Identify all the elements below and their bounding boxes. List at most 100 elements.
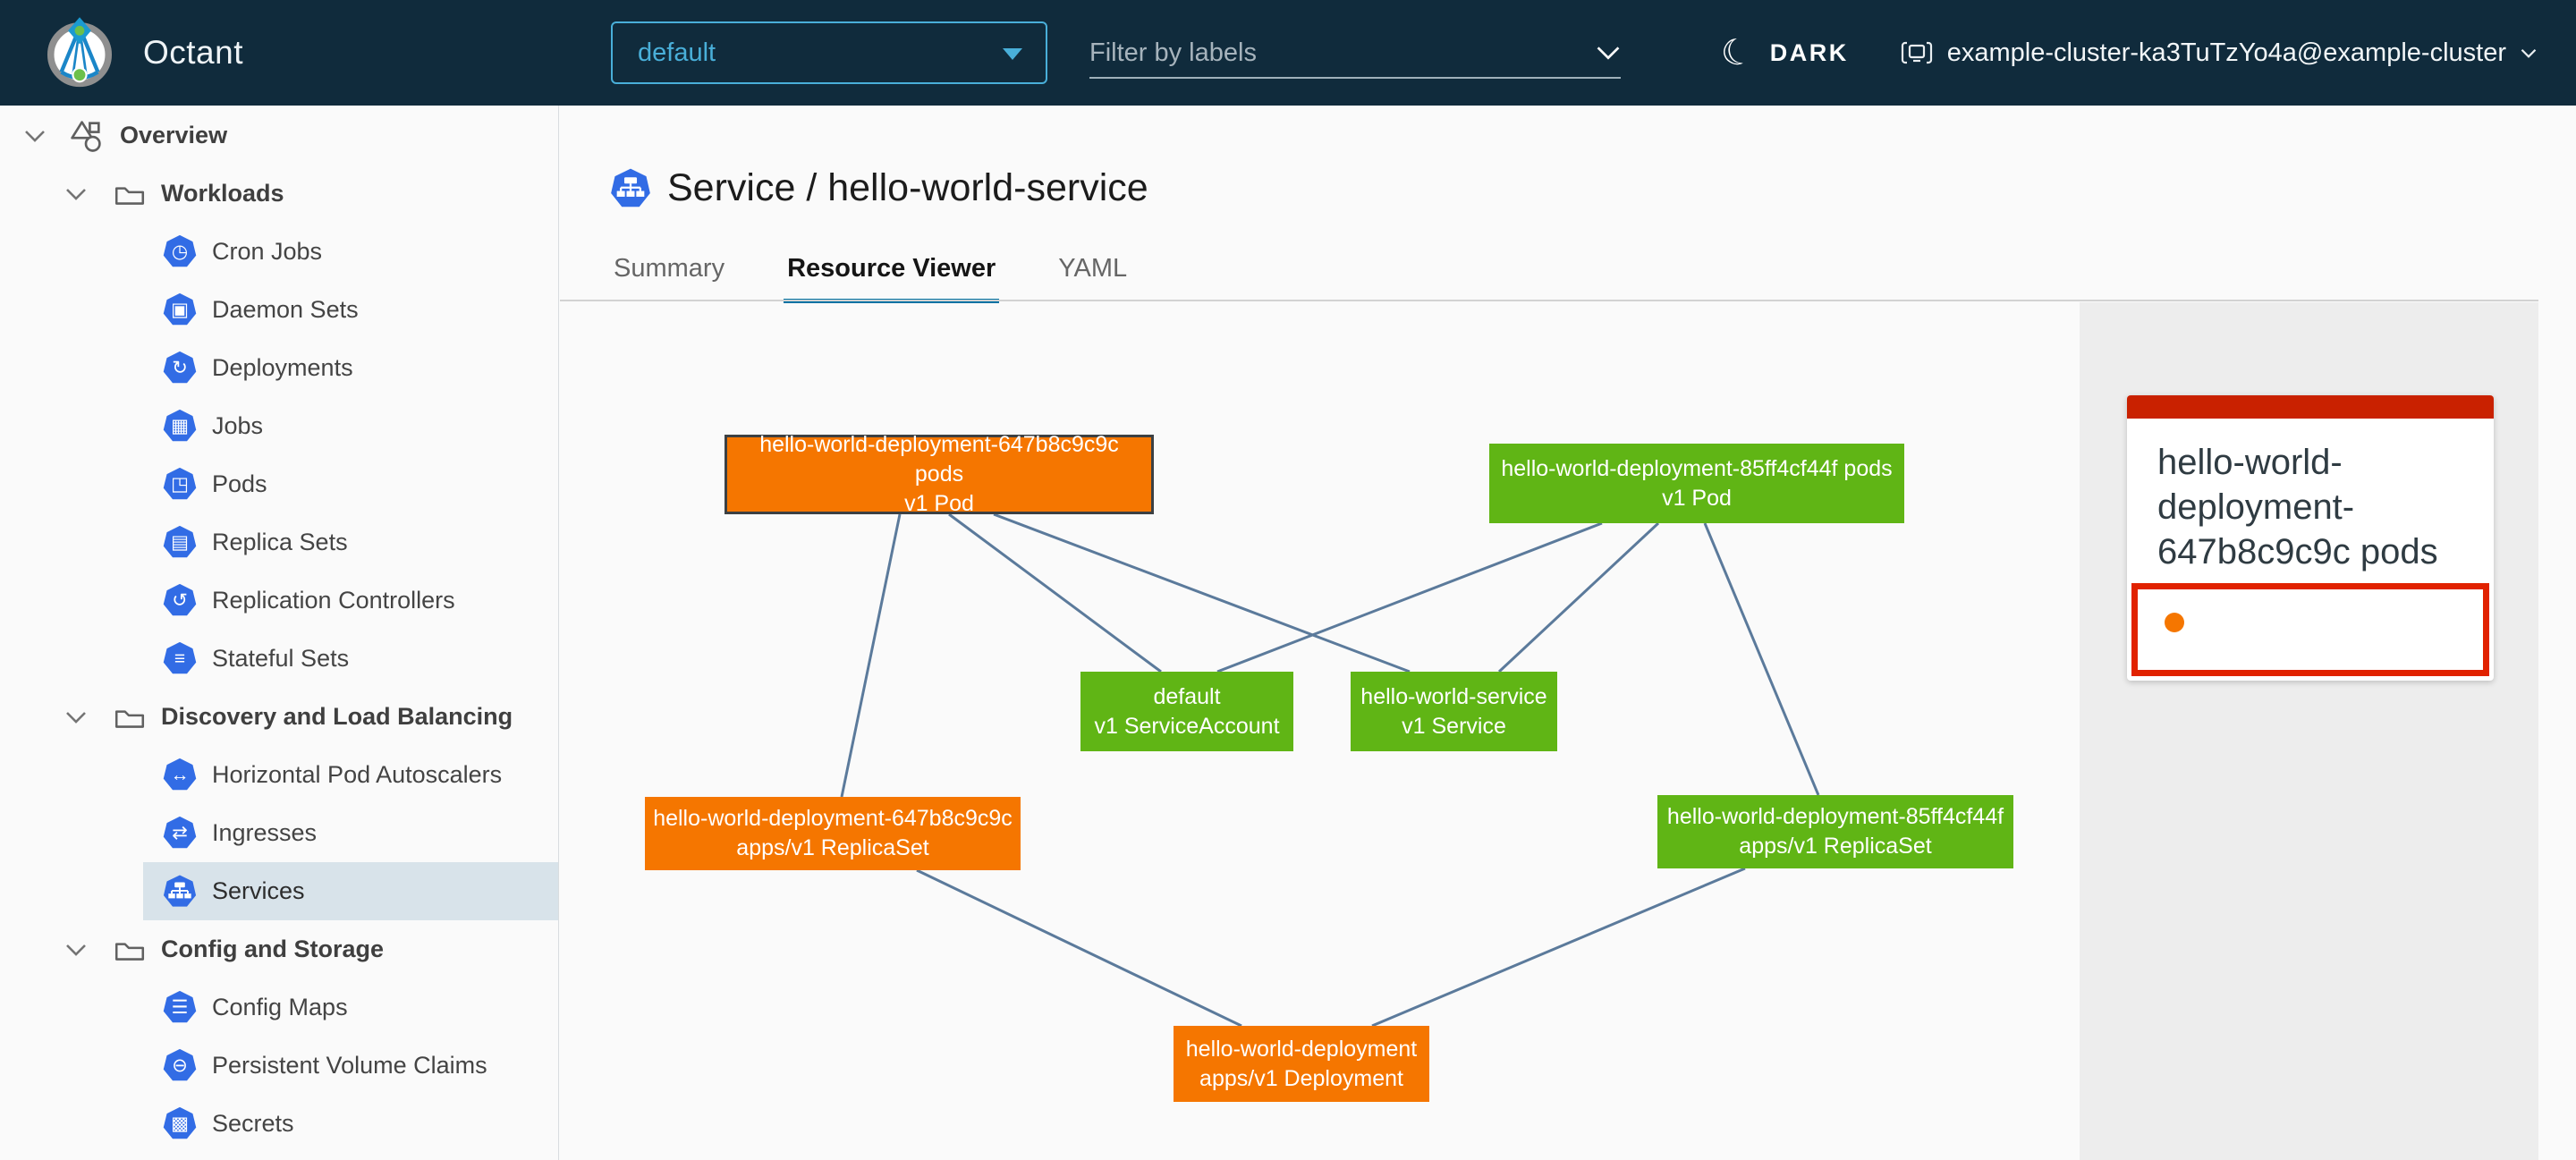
filter-labels-input[interactable]: Filter by labels: [1089, 29, 1621, 79]
app-title: Octant: [143, 34, 243, 71]
sidebar-item-persistent-volume-claims[interactable]: ⊖ Persistent Volume Claims: [143, 1037, 558, 1095]
sidebar-item-label: Stateful Sets: [212, 645, 350, 672]
sidebar-item-label: Replica Sets: [212, 529, 348, 555]
sidebar-item-workloads[interactable]: Workloads: [0, 165, 558, 223]
sidebar-item-label: Overview: [120, 122, 228, 148]
folder-icon: [114, 942, 145, 961]
cluster-context-label: example-cluster-ka3TuTzYo4a@example-clus…: [1946, 38, 2506, 67]
namespace-select[interactable]: default: [611, 21, 1047, 84]
chevron-down-icon[interactable]: [63, 944, 89, 956]
details-panel: hello-world-deployment-647b8c9c9c pods: [2080, 302, 2538, 1160]
folder-icon: [114, 709, 145, 728]
sidebar-item-replication-controllers[interactable]: ↺Replication Controllers: [143, 572, 558, 630]
sidebar-item-label: Jobs: [212, 412, 264, 439]
jobs-icon: ▦: [163, 409, 197, 442]
selected-node-card: hello-world-deployment-647b8c9c9c pods: [2127, 395, 2494, 681]
sidebar-item-label: Secrets: [212, 1110, 294, 1137]
sidebar-item-services[interactable]: Services: [143, 862, 558, 920]
dropdown-caret-icon: [1003, 48, 1022, 60]
node-kind: apps/v1 ReplicaSet: [736, 835, 929, 860]
sidebar-item-config-maps[interactable]: ☰ Config Maps: [143, 978, 558, 1037]
sidebar-item-label: Daemon Sets: [212, 296, 359, 323]
chevron-down-icon[interactable]: [63, 711, 89, 724]
pods-icon: ◳: [163, 467, 197, 500]
node-kind: apps/v1 ReplicaSet: [1739, 834, 1932, 859]
tab-resource-viewer[interactable]: Resource Viewer: [784, 254, 1000, 303]
theme-toggle-label: DARK: [1769, 38, 1849, 66]
card-title: hello-world-deployment-647b8c9c9c pods: [2157, 443, 2438, 572]
sidebar-item-daemon-sets[interactable]: ▣ Daemon Sets: [143, 281, 558, 339]
deployments-icon: ↻: [163, 351, 197, 384]
tab-divider: [560, 300, 2538, 301]
moon-icon: ☾: [1716, 30, 1760, 76]
sidebar-item-label: Workloads: [161, 180, 284, 207]
graph-edges: [840, 512, 1820, 1028]
status-box: [2131, 583, 2489, 676]
node-name: hello-world-deployment-647b8c9c9c: [653, 806, 1013, 831]
tab-summary[interactable]: Summary: [614, 254, 725, 283]
sidebar-item-label: Discovery and Load Balancing: [161, 703, 513, 730]
node-name: default: [1153, 683, 1221, 709]
replication-controllers-icon: ↺: [163, 583, 197, 616]
graph-node-pod-85ff4cf44f[interactable]: hello-world-deployment-85ff4cf44f pods v1…: [1489, 444, 1904, 523]
page-title: Service / hello-world-service: [667, 166, 1148, 209]
sidebar-item-label: Config and Storage: [161, 936, 384, 962]
replica-sets-icon: ▤: [163, 525, 197, 558]
card-status-bar: [2127, 395, 2494, 419]
sidebar-item-config-and-storage[interactable]: Config and Storage: [0, 920, 558, 978]
sidebar-item-jobs[interactable]: ▦ Jobs: [143, 397, 558, 455]
theme-toggle-dark[interactable]: ☾ DARK: [1717, 30, 1849, 76]
overview-icon: [71, 120, 101, 152]
sidebar-item-label: Persistent Volume Claims: [212, 1052, 487, 1079]
tab-yaml[interactable]: YAML: [1058, 254, 1128, 283]
folder-icon: [114, 186, 145, 205]
sidebar-item-stateful-sets[interactable]: ≡ Stateful Sets: [143, 630, 558, 688]
persistent-volume-claims-icon: ⊖: [163, 1048, 197, 1081]
sidebar-item-secrets[interactable]: ▩ Secrets: [143, 1095, 558, 1153]
node-name: hello-world-service: [1360, 683, 1547, 709]
sidebar-item-horizontal-pod-autoscalers[interactable]: ↔ Horizontal Pod Autoscalers: [143, 746, 558, 804]
daemon-sets-icon: ▣: [163, 292, 197, 326]
sidebar-item-label: Cron Jobs: [212, 238, 323, 265]
chevron-down-icon[interactable]: [63, 188, 89, 200]
chevron-down-icon: [1597, 47, 1620, 60]
ingresses-icon: ⇄: [163, 816, 197, 849]
stateful-sets-icon: ≡: [163, 641, 197, 674]
sidebar-item-label: Config Maps: [212, 994, 348, 1020]
node-kind: v1 Pod: [1662, 485, 1732, 511]
node-name: hello-world-deployment-85ff4cf44f pods: [1501, 455, 1893, 481]
node-kind: v1 Pod: [904, 491, 974, 516]
sidebar-item-label: Ingresses: [212, 819, 318, 846]
sidebar-item-label: Pods: [212, 470, 267, 497]
sidebar-item-label: Services: [212, 877, 305, 904]
sidebar-item-pods[interactable]: ◳ Pods: [143, 455, 558, 513]
sidebar-item-label: Horizontal Pod Autoscalers: [212, 761, 503, 788]
chevron-down-icon[interactable]: [21, 130, 48, 142]
cluster-icon: [1901, 41, 1932, 64]
sidebar-item-replica-sets[interactable]: ▤ Replica Sets: [143, 513, 558, 572]
graph-node-replicaset-647b8c9c9c[interactable]: hello-world-deployment-647b8c9c9c apps/v1…: [645, 797, 1021, 870]
sidebar-item-deployments[interactable]: ↻Deployments: [143, 339, 558, 397]
main-content: Service / hello-world-service Summary Res…: [560, 106, 2576, 1160]
cluster-context-menu[interactable]: example-cluster-ka3TuTzYo4a@example-clus…: [1901, 37, 2537, 69]
sidebar-item-overview[interactable]: Overview: [0, 106, 558, 165]
status-dot: [2165, 613, 2184, 632]
services-icon: [163, 875, 197, 909]
secrets-icon: ▩: [163, 1106, 197, 1139]
app-header: Octant default Filter by labels ☾ DARK e…: [0, 0, 2576, 106]
cron-jobs-icon: ◷: [163, 234, 197, 267]
sidebar-item-ingresses[interactable]: ⇄ Ingresses: [143, 804, 558, 862]
horizontal-pod-autoscalers-icon: ↔: [163, 758, 197, 791]
service-resource-icon: [610, 168, 651, 209]
tab-bar: Summary Resource Viewer YAML: [610, 254, 1186, 303]
sidebar-item-discovery-and-load-balancing[interactable]: Discovery and Load Balancing: [0, 688, 558, 746]
config-maps-icon: ☰: [163, 990, 197, 1023]
sidebar-item-cron-jobs[interactable]: ◷ Cron Jobs: [143, 223, 558, 281]
